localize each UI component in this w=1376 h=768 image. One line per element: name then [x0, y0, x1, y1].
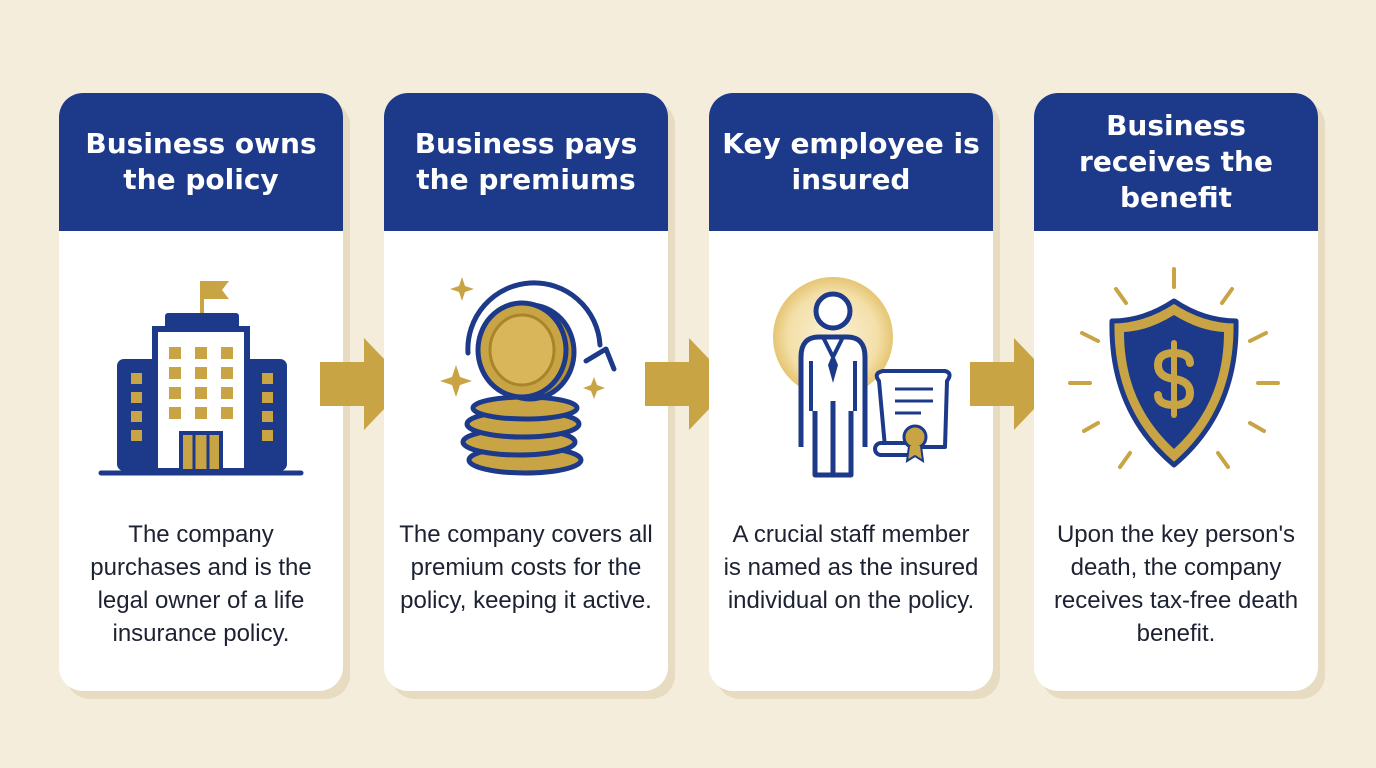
- card-title: Business owns the policy: [85, 127, 317, 196]
- card-title: Business pays the premiums: [414, 127, 638, 196]
- employee-with-certificate-icon: [709, 261, 993, 491]
- card-description: A crucial staff member is named as the i…: [723, 521, 979, 614]
- card-description: The company purchases and is the legal o…: [90, 521, 312, 647]
- card-header: Business receives the benefit: [1034, 93, 1318, 231]
- shield-dollar-icon: [1034, 261, 1318, 491]
- card-description: Upon the key person's death, the company…: [1053, 521, 1299, 647]
- step-card-pays-premiums: Business pays the premiums The company c…: [384, 93, 668, 691]
- step-card-owns-policy: Business owns the policy: [59, 93, 343, 691]
- card-title: Key employee is insured: [722, 127, 980, 196]
- step-card-receives-benefit: Business receives the benefit: [1034, 93, 1318, 691]
- card-title: Business receives the benefit: [1079, 109, 1273, 214]
- step-card-employee-insured: Key employee is insured: [709, 93, 993, 691]
- coins-cycle-icon: [384, 261, 668, 491]
- card-header: Business pays the premiums: [384, 93, 668, 231]
- card-header: Business owns the policy: [59, 93, 343, 231]
- card-description: The company covers all premium costs for…: [399, 521, 653, 614]
- card-header: Key employee is insured: [709, 93, 993, 231]
- office-building-icon: [59, 261, 343, 491]
